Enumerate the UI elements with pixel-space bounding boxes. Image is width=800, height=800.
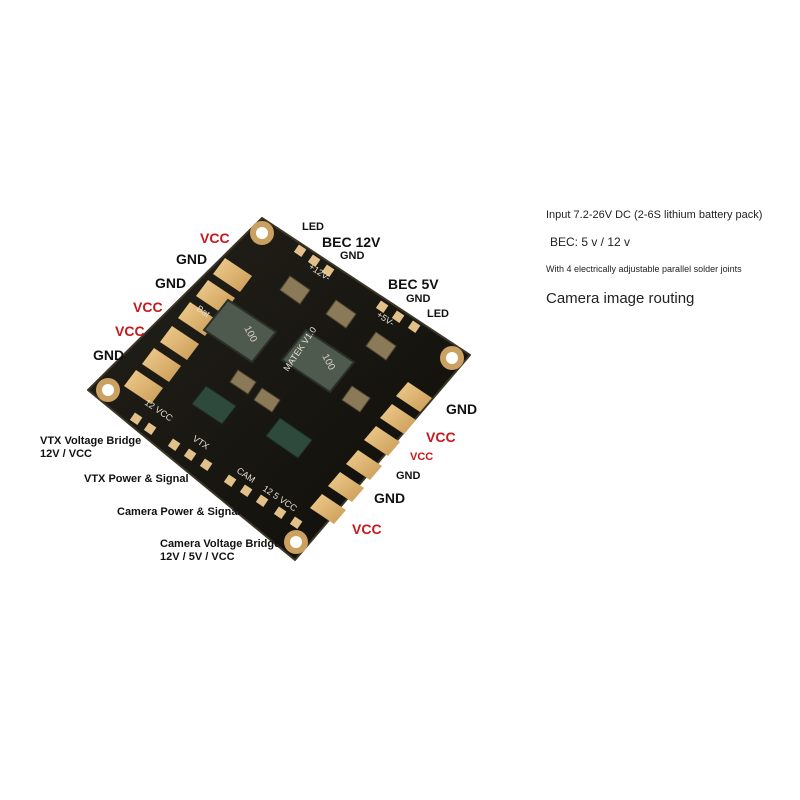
label-led-top: LED — [302, 221, 324, 233]
mounting-holes — [96, 221, 464, 554]
capacitors — [229, 275, 397, 413]
caption-camera-bridge-line2: 12V / 5V / VCC — [160, 550, 235, 563]
label-right-gnd-2: GND — [396, 470, 421, 482]
right-solder-pads — [310, 382, 432, 524]
label-bec-12v: BEC 12V — [322, 234, 381, 250]
label-left-vcc-1: VCC — [200, 230, 230, 246]
label-right-vcc-2: VCC — [410, 451, 434, 463]
label-left-vcc-3: VCC — [115, 323, 145, 339]
caption-vtx-bridge: VTX Voltage Bridge 12V / VCC — [40, 435, 141, 460]
label-bec-5v: BEC 5V — [388, 276, 439, 292]
label-left-gnd-2: GND — [155, 275, 187, 291]
spec-input: Input 7.2-26V DC (2-6S lithium battery p… — [546, 209, 763, 221]
pcb-body — [87, 217, 471, 561]
bottom-small-pads — [129, 412, 303, 529]
regulator-chips — [191, 385, 313, 459]
label-left-gnd-3: GND — [93, 347, 125, 363]
spec-bec: BEC: 5 v / 12 v — [550, 235, 631, 249]
caption-camera-bridge-line1: Camera Voltage Bridge — [160, 538, 281, 550]
label-left-vcc-2: VCC — [133, 299, 163, 315]
label-gnd-5v: GND — [406, 293, 431, 305]
label-right-vcc-3: VCC — [352, 521, 382, 537]
caption-vtx-bridge-line2: 12V / VCC — [40, 447, 92, 460]
caption-vtx-power: VTX Power & Signal — [84, 473, 189, 485]
caption-camera-bridge: Camera Voltage Bridge 12V / 5V / VCC — [160, 538, 280, 563]
top-small-pads — [293, 244, 421, 333]
label-right-gnd-1: GND — [446, 401, 478, 417]
label-gnd-12v: GND — [340, 250, 365, 262]
inductors — [202, 298, 356, 394]
spec-routing: Camera image routing — [546, 290, 695, 307]
spec-joints: With 4 electrically adjustable parallel … — [546, 264, 742, 274]
caption-camera-power: Camera Power & Signal — [117, 506, 241, 518]
label-right-vcc-1: VCC — [426, 429, 456, 445]
label-led-right: LED — [427, 308, 449, 320]
caption-vtx-bridge-line1: VTX Voltage Bridge — [40, 435, 142, 447]
label-right-gnd-3: GND — [374, 490, 406, 506]
label-left-gnd-1: GND — [176, 251, 208, 267]
